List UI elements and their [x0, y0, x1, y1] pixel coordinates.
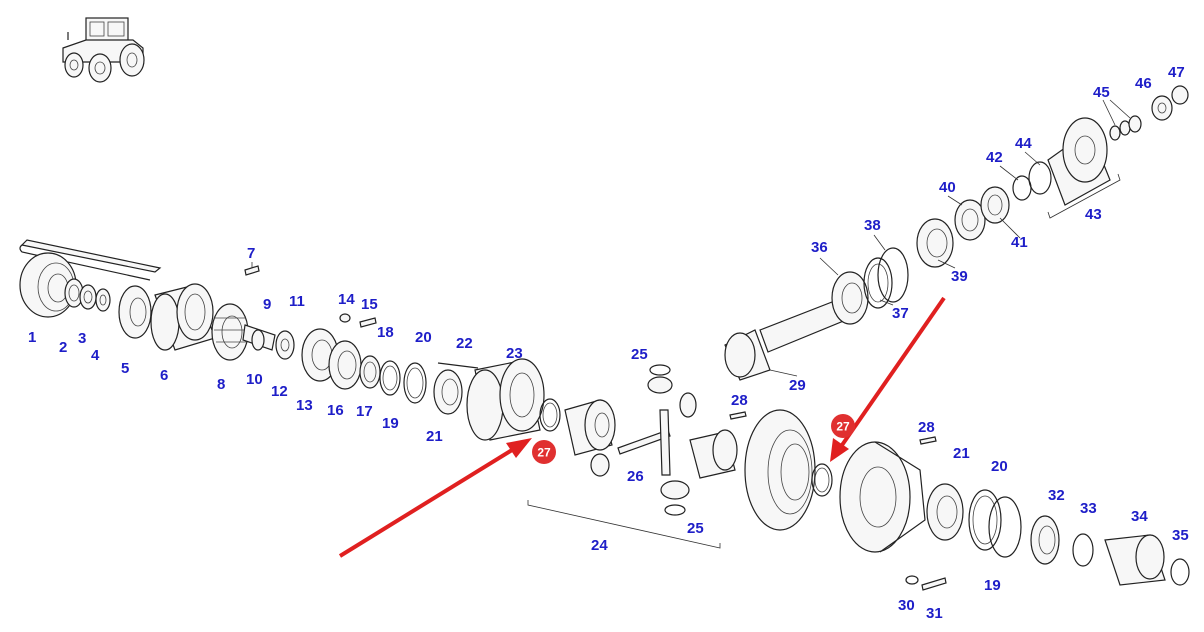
- part-label-28-left[interactable]: 28: [731, 392, 748, 409]
- part-label-30[interactable]: 30: [898, 597, 915, 614]
- part-label-6[interactable]: 6: [160, 367, 168, 384]
- part-label-4[interactable]: 4: [91, 347, 100, 364]
- part-label-35[interactable]: 35: [1172, 527, 1189, 544]
- part-label-33[interactable]: 33: [1080, 500, 1097, 517]
- part-label-32[interactable]: 32: [1048, 487, 1065, 504]
- small-fasteners: [244, 265, 377, 328]
- part-label-21[interactable]: 21: [426, 428, 443, 445]
- part-label-10[interactable]: 10: [246, 371, 263, 388]
- part-label-42[interactable]: 42: [986, 149, 1003, 166]
- svg-text:27: 27: [537, 446, 551, 460]
- right-output-assembly: [744, 409, 1190, 591]
- part-label-21-right[interactable]: 21: [953, 445, 970, 462]
- part-label-20-right[interactable]: 20: [991, 458, 1008, 475]
- part-label-47[interactable]: 47: [1168, 64, 1185, 81]
- part-label-36[interactable]: 36: [811, 239, 828, 256]
- pinion-shaft-assembly: [724, 85, 1189, 381]
- part-label-18[interactable]: 18: [377, 324, 394, 341]
- differential-assembly: [527, 364, 747, 549]
- part-label-7[interactable]: 7: [247, 245, 255, 262]
- part-label-39[interactable]: 39: [951, 268, 968, 285]
- part-label-34[interactable]: 34: [1131, 508, 1148, 525]
- leader-lines: [251, 99, 1131, 377]
- part-label-14[interactable]: 14: [338, 291, 355, 308]
- part-label-22[interactable]: 22: [456, 335, 473, 352]
- part-label-41[interactable]: 41: [1011, 234, 1028, 251]
- part-label-43[interactable]: 43: [1085, 206, 1102, 223]
- part-label-44[interactable]: 44: [1015, 135, 1032, 152]
- part-label-17[interactable]: 17: [356, 403, 373, 420]
- part-label-19-right[interactable]: 19: [984, 577, 1001, 594]
- part-label-13[interactable]: 13: [296, 397, 313, 414]
- part-label-9[interactable]: 9: [263, 296, 271, 313]
- part-label-15[interactable]: 15: [361, 296, 378, 313]
- part-label-3[interactable]: 3: [78, 330, 86, 347]
- svg-text:27: 27: [836, 420, 850, 434]
- part-label-20[interactable]: 20: [415, 329, 432, 346]
- part-label-24[interactable]: 24: [591, 537, 608, 554]
- part-label-37[interactable]: 37: [892, 305, 909, 322]
- part-label-29[interactable]: 29: [789, 377, 806, 394]
- part-label-31[interactable]: 31: [926, 605, 943, 622]
- part-label-12[interactable]: 12: [271, 383, 288, 400]
- part-27-badge-right[interactable]: 27: [831, 414, 855, 438]
- part-label-1[interactable]: 1: [28, 329, 36, 346]
- part-label-8[interactable]: 8: [217, 376, 225, 393]
- part-label-25-bottom[interactable]: 25: [687, 520, 704, 537]
- part-label-28-right[interactable]: 28: [918, 419, 935, 436]
- tractor-icon: [62, 17, 145, 83]
- part-label-16[interactable]: 16: [327, 402, 344, 419]
- part-label-46[interactable]: 46: [1135, 75, 1152, 92]
- part-labels: 1 2 3 4 5 6 7 8 9 10 11 12 13 14 15 16 1…: [28, 64, 1189, 622]
- left-shaft-assembly: [19, 239, 561, 441]
- highlight-arrow-left: [338, 438, 532, 558]
- part-label-23[interactable]: 23: [506, 345, 523, 362]
- part-label-40[interactable]: 40: [939, 179, 956, 196]
- part-label-26[interactable]: 26: [627, 468, 644, 485]
- part-label-19[interactable]: 19: [382, 415, 399, 432]
- part-label-25-top[interactable]: 25: [631, 346, 648, 363]
- part-label-5[interactable]: 5: [121, 360, 129, 377]
- part-label-38[interactable]: 38: [864, 217, 881, 234]
- part-label-2[interactable]: 2: [59, 339, 67, 356]
- part-27-badge-left[interactable]: 27: [532, 440, 556, 464]
- highlight-arrow-right: [830, 296, 946, 462]
- part-label-11[interactable]: 11: [289, 293, 305, 310]
- part-label-45[interactable]: 45: [1093, 84, 1110, 101]
